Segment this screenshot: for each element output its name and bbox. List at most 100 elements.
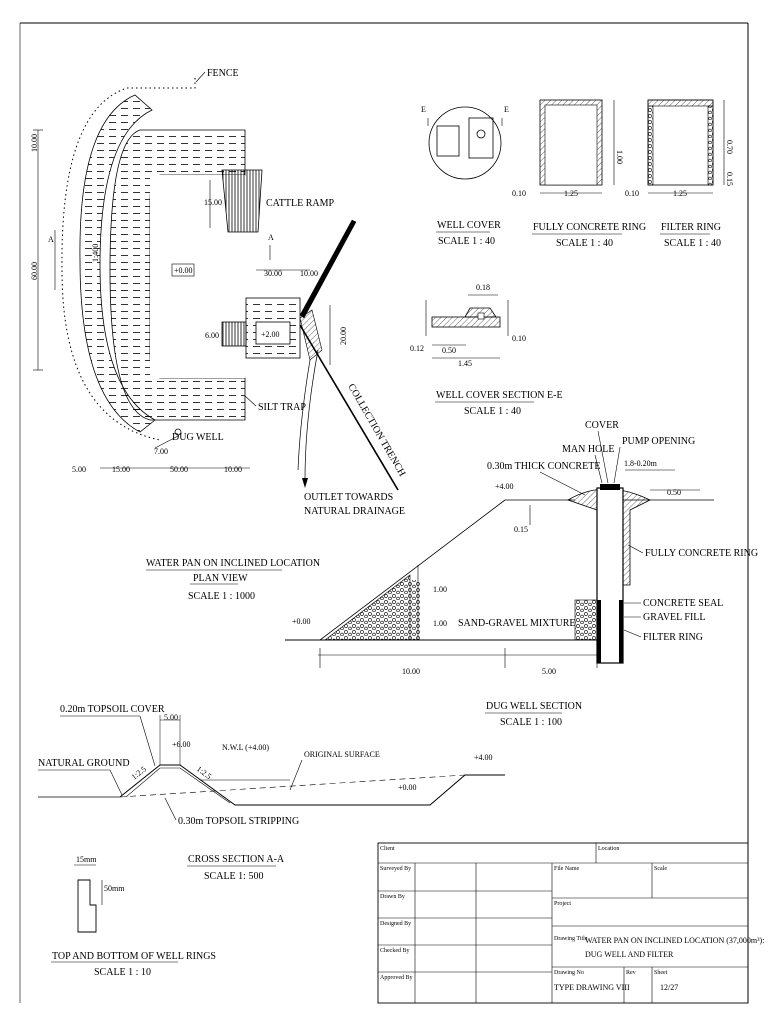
tb-rev-label: Rev (626, 970, 636, 976)
well-shaft (596, 487, 624, 664)
outlet-label-2: NATURAL DRAINAGE (304, 506, 405, 517)
cattle-ramp (221, 169, 263, 233)
section-mark-e-right: E (504, 105, 509, 114)
dws-fully-concrete-ring: FULLY CONCRETE RING (645, 548, 758, 559)
cs-slope-right: 1:2.5 (195, 764, 213, 781)
tb-drawing-title-2: DUG WELL AND FILTER (585, 950, 674, 959)
concrete-ring-wall: 0.10 (512, 189, 526, 198)
fence-line (61, 78, 196, 441)
dim-10-bottom: 10.00 (224, 465, 242, 474)
dws-dim-5: 5.00 (542, 667, 556, 676)
tb-drawn-by: Drawn By (380, 894, 405, 900)
dws-dim-100b: 1.00 (433, 619, 447, 628)
concrete-ring-title: FULLY CONCRETE RING (533, 222, 646, 233)
section-mark-e-left: E (421, 105, 426, 114)
section-mark-a-left: A (48, 235, 54, 244)
cs-nwl: N.W.L (+4.00) (222, 743, 269, 752)
dws-manhole: MAN HOLE (562, 444, 615, 455)
dim-15-bottom: 15.00 (112, 465, 130, 474)
slope-label: 1:400 (91, 244, 100, 262)
outlet-label-1: OUTLET TOWARDS (304, 492, 393, 503)
dws-dim-050: 0.50 (667, 488, 681, 497)
tb-checked-by: Checked By (380, 948, 410, 954)
dug-well-label: DUG WELL (172, 432, 224, 443)
cs-topsoil-cover: 0.20m TOPSOIL COVER (60, 704, 165, 715)
tb-designed-by: Designed By (380, 921, 411, 927)
ring-50mm: 50mm (104, 884, 125, 893)
silt-trap-label: SILT TRAP (258, 402, 306, 413)
well-cover-scale: SCALE 1 : 40 (438, 236, 495, 247)
cover-section-top: 0.18 (476, 283, 490, 292)
dws-dim-100a: 1.00 (433, 585, 447, 594)
tb-location: Location (598, 846, 619, 852)
dws-level-4: +4.00 (495, 482, 514, 491)
tb-drawing-no: TYPE DRAWING VIII (554, 983, 630, 992)
tb-project: Project (554, 901, 571, 907)
cover-section-mid: 0.50 (442, 346, 456, 355)
cs-slope-left: 1:2.5 (130, 764, 148, 781)
cs-dim-5: 5.00 (164, 713, 178, 722)
cs-level-6: +6.00 (172, 740, 191, 749)
filter-ring-width: 1.25 (673, 189, 687, 198)
outer-embankment (79, 94, 156, 433)
dws-gravel-fill: GRAVEL FILL (643, 612, 706, 623)
filter-ring-title: FILTER RING (661, 222, 721, 233)
tb-file-name: File Name (554, 866, 579, 872)
silt-level-label: +2.00 (261, 330, 280, 339)
cover-section-scale: SCALE 1 : 40 (464, 406, 521, 417)
dws-concrete-seal: CONCRETE SEAL (643, 598, 723, 609)
filter-ring-detail: 0.70 0.15 1.25 0.10 FILTER RING SCALE 1 … (625, 99, 734, 249)
tb-approved-by: Approved By (380, 975, 413, 981)
plan-title: WATER PAN ON INCLINED LOCATION (146, 558, 320, 569)
plan-view: FENCE CATTLE RAMP SILT TRAP DUG WELL COL… (30, 68, 407, 602)
dim-15: 15.00 (204, 198, 222, 207)
ring-joint-detail: 15mm 50mm TOP AND BOTTOM OF WELL RINGS S… (51, 855, 216, 978)
concrete-ring-scale: SCALE 1 : 40 (556, 238, 613, 249)
cross-section-a-a: 0.20m TOPSOIL COVER 5.00 +6.00 N.W.L (+4… (38, 704, 505, 882)
dim-60: 60.00 (30, 262, 39, 280)
dws-scale: SCALE 1 : 100 (500, 717, 562, 728)
filter-ring-wall: 0.10 (625, 189, 639, 198)
cover-section-title: WELL COVER SECTION E-E (436, 390, 563, 401)
tb-scale: Scale (654, 866, 667, 872)
dim-7: 7.00 (154, 447, 168, 456)
tb-drawing-title-1: WATER PAN ON INCLINED LOCATION (37,000m³… (585, 936, 764, 945)
dug-well-section: COVER MAN HOLE PUMP OPENING 0.30m THICK … (285, 420, 758, 728)
cattle-ramp-label: CATTLE RAMP (266, 198, 335, 209)
dws-level-0: +0.00 (292, 617, 311, 626)
ring-detail-scale: SCALE 1 : 10 (94, 967, 151, 978)
cs-title: CROSS SECTION A-A (188, 854, 285, 865)
well-cover-detail: E E WELL COVER SCALE 1 : 40 (421, 105, 509, 247)
cover-section-left: 0.12 (410, 344, 424, 353)
cover-section-right: 0.10 (512, 334, 526, 343)
dws-cover: COVER (585, 420, 619, 431)
dim-50: 50.00 (170, 465, 188, 474)
dws-thick-concrete: 0.30m THICK CONCRETE (487, 461, 600, 472)
filter-ring-lower: 0.15 (725, 172, 734, 186)
title-block: Client Location Surveyed By Drawn By Des… (377, 842, 764, 1004)
plan-subtitle: PLAN VIEW (193, 573, 248, 584)
filter-ring-upper: 0.70 (725, 140, 734, 154)
cs-natural-ground: NATURAL GROUND (38, 758, 130, 769)
cs-original-surface: ORIGINAL SURFACE (304, 750, 380, 759)
cover-section-detail: 0.18 0.10 0.12 0.50 1.45 WELL COVER SECT… (410, 283, 563, 417)
dws-title: DUG WELL SECTION (486, 701, 582, 712)
pond-level-label: +0.00 (174, 266, 193, 275)
dws-filter-ring: FILTER RING (643, 632, 703, 643)
cover-section-total: 1.45 (458, 359, 472, 368)
tb-sheet: 12/27 (660, 983, 678, 992)
collection-trench-label: COLLECTION TRENCH (345, 382, 407, 479)
cs-scale: SCALE 1: 500 (204, 871, 263, 882)
dws-dim-10: 10.00 (402, 667, 420, 676)
dim-20: 20.00 (339, 327, 348, 345)
cs-level-0: +0.00 (398, 783, 417, 792)
cs-stripping: 0.30m TOPSOIL STRIPPING (178, 816, 299, 827)
tb-sheet-label: Sheet (654, 970, 668, 976)
dws-dim-18: 1.8-0.20m (624, 459, 658, 468)
dim-5: 5.00 (72, 465, 86, 474)
sand-gravel-zone (324, 574, 411, 641)
concrete-ring-detail: 1.00 1.25 0.10 FULLY CONCRETE RING SCALE… (512, 99, 646, 249)
ring-joint-profile (77, 879, 97, 933)
fence-label: FENCE (207, 68, 239, 79)
dim-10-left: 10.00 (30, 134, 39, 152)
